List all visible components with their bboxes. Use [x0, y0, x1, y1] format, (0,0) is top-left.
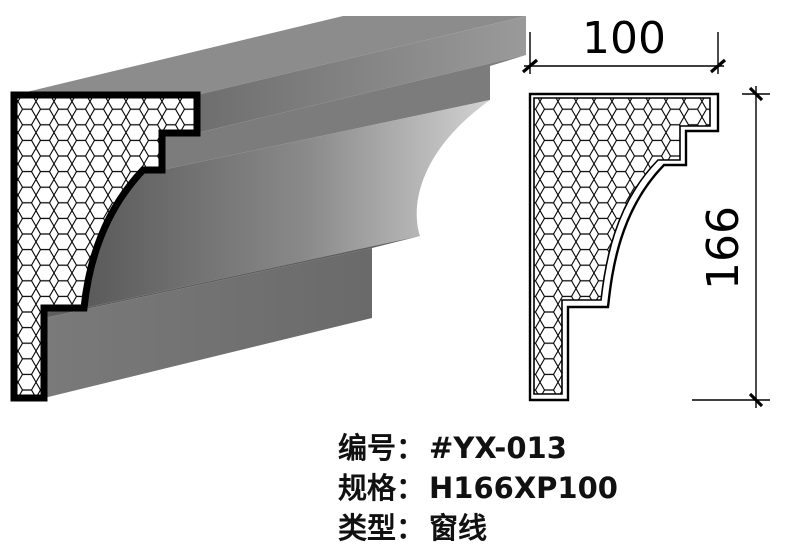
lip-face — [197, 16, 526, 133]
product-type-label: 类型： — [338, 511, 426, 545]
product-type-value: 窗线 — [429, 511, 488, 545]
product-code-value: #YX-013 — [429, 431, 567, 465]
product-spec-value: H166XP100 — [429, 471, 618, 505]
ledge-face — [44, 236, 420, 318]
product-info: 编号：#YX-013 规格：H166XP100 类型：窗线 — [338, 428, 738, 548]
cove-face — [84, 100, 490, 308]
product-spec-row: 规格：H166XP100 — [338, 468, 738, 508]
product-spec-label: 规格： — [338, 471, 426, 505]
end-profile-section — [10, 91, 201, 402]
profile-honeycomb — [533, 97, 711, 395]
molding-profile-view: 100 166 — [521, 13, 770, 408]
step-face — [162, 55, 526, 170]
height-dimension-value: 166 — [698, 206, 749, 290]
product-type-row: 类型：窗线 — [338, 508, 738, 548]
molding-3d-view — [10, 16, 526, 402]
top-surface — [14, 16, 526, 95]
product-code-label: 编号： — [338, 431, 426, 465]
bottom-face — [44, 248, 372, 398]
width-dimension: 100 — [521, 13, 727, 74]
width-dimension-value: 100 — [582, 13, 666, 64]
height-dimension: 166 — [692, 86, 770, 408]
product-code-row: 编号：#YX-013 — [338, 428, 738, 468]
